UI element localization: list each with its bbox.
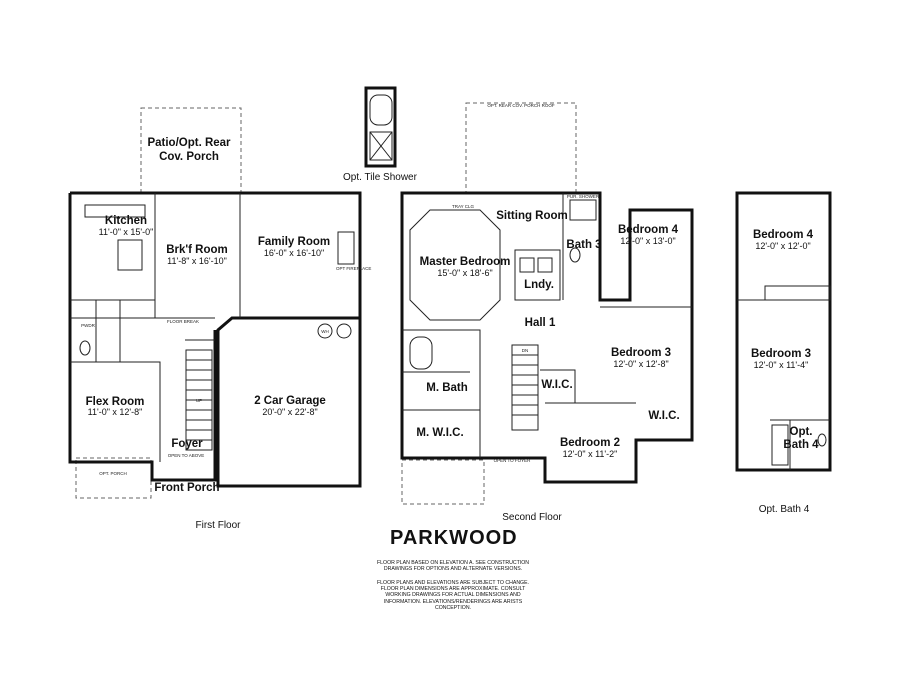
second-floor-label: Second Floor: [502, 512, 562, 523]
bedroom-3-dimensions: 12'-0" x 12'-8": [613, 359, 668, 369]
bath-3-name: Bath 3: [566, 239, 601, 251]
master-bedroom-dimensions: 15'-0" x 18'-6": [437, 268, 492, 278]
opt-bath-4-name-line1: Opt.: [790, 426, 813, 438]
patio-label-line1: Patio/Opt. Rear: [147, 137, 231, 149]
open-to-foyer-note: OPEN TO FOYER: [494, 458, 532, 463]
opt-bath-4-plan: [735, 191, 832, 472]
kitchen-dimensions: 11'-0" x 15'-0": [99, 227, 154, 237]
plan-title: PARKWOOD: [390, 527, 518, 549]
first-floor-plan: [68, 107, 362, 499]
pur-shower-note: PUR. SHOWER: [567, 194, 600, 199]
plan-note-1: FLOOR PLAN BASED ON ELEVATION A. SEE CON…: [376, 560, 529, 573]
hall-1-name: Hall 1: [525, 317, 556, 329]
alt-bedroom-4-name: Bedroom 4: [753, 229, 814, 241]
opt-tile-shower-plan: [364, 86, 397, 168]
bedroom-4-name: Bedroom 4: [618, 224, 679, 236]
water-heater-note: WH: [321, 329, 329, 334]
alt-bedroom-4-dimensions: 12'-0" x 12'-0": [755, 241, 810, 251]
floor-break-note: FLOOR BREAK: [167, 319, 199, 324]
wic-name: W.I.C.: [541, 379, 572, 391]
first-floor-outer-wall-left: [68, 193, 217, 482]
brkf-room-dimensions: 11'-8" x 16'-10": [167, 256, 227, 266]
garage-name: 2 Car Garage: [254, 395, 326, 407]
tile-shower-label: Opt. Tile Shower: [343, 172, 418, 183]
tray-clg-note: TRAY CLG: [452, 204, 475, 209]
master-bath-name: M. Bath: [426, 382, 468, 394]
garage-dimensions: 20'-0" x 22'-8": [262, 407, 317, 417]
rear-porch-roof-note: OPT. REAR COV. PORCH ROOF: [487, 103, 555, 108]
master-wic-name: M. W.I.C.: [416, 427, 463, 439]
open-to-above-note: OPEN TO ABOVE: [168, 453, 205, 458]
alt-bedroom-3-name: Bedroom 3: [751, 348, 811, 360]
plan-note-2: FLOOR PLANS AND ELEVATIONS ARE SUBJECT T…: [376, 580, 529, 611]
foyer-name: Foyer: [171, 438, 203, 450]
alt-bedroom-3-dimensions: 12'-0" x 11'-4": [754, 360, 809, 370]
sitting-room-name: Sitting Room: [496, 210, 568, 222]
bedroom-2-name: Bedroom 2: [560, 437, 620, 449]
family-room-dimensions: 16'-0" x 16'-10": [264, 248, 324, 258]
front-porch-outline: [75, 457, 152, 499]
first-floor-label: First Floor: [196, 520, 242, 531]
opt-bath-4-name-line2: Bath 4: [783, 439, 819, 451]
bedroom-2-dimensions: 12'-0" x 11'-2": [563, 449, 618, 459]
laundry-name: Lndy.: [524, 279, 554, 291]
rear-porch-roof-outline: [465, 102, 577, 194]
stairs-down-note: DN: [522, 348, 529, 353]
stairs-up-note: UP: [196, 398, 202, 403]
brkf-room-name: Brk'f Room: [166, 244, 228, 256]
first-floor-outer-wall: [70, 191, 362, 488]
patio-outline: [140, 107, 242, 195]
bedroom-4-dimensions: 12'-0" x 13'-0": [620, 236, 675, 246]
front-porch-name: Front Porch: [154, 482, 219, 494]
opt-porch-note: OPT. PORCH: [99, 471, 127, 476]
second-floor-plan: [400, 102, 694, 505]
pwdr-note: PWDR: [81, 323, 95, 328]
opt-fireplace-note: OPT FIREPLACE: [336, 266, 371, 271]
patio-label-line2: Cov. Porch: [159, 151, 219, 163]
flex-room-name: Flex Room: [86, 396, 145, 408]
wic-2-name: W.I.C.: [648, 410, 679, 422]
master-bedroom-name: Master Bedroom: [420, 256, 511, 268]
kitchen-name: Kitchen: [105, 215, 147, 227]
opt-bath-4-label: Opt. Bath 4: [759, 504, 810, 515]
family-room-name: Family Room: [258, 236, 330, 248]
flex-room-dimensions: 11'-0" x 12'-8": [88, 407, 143, 417]
bedroom-3-name: Bedroom 3: [611, 347, 671, 359]
second-floor-outer-wall: [400, 191, 694, 484]
opt-bath-4-outer-wall: [735, 191, 832, 472]
